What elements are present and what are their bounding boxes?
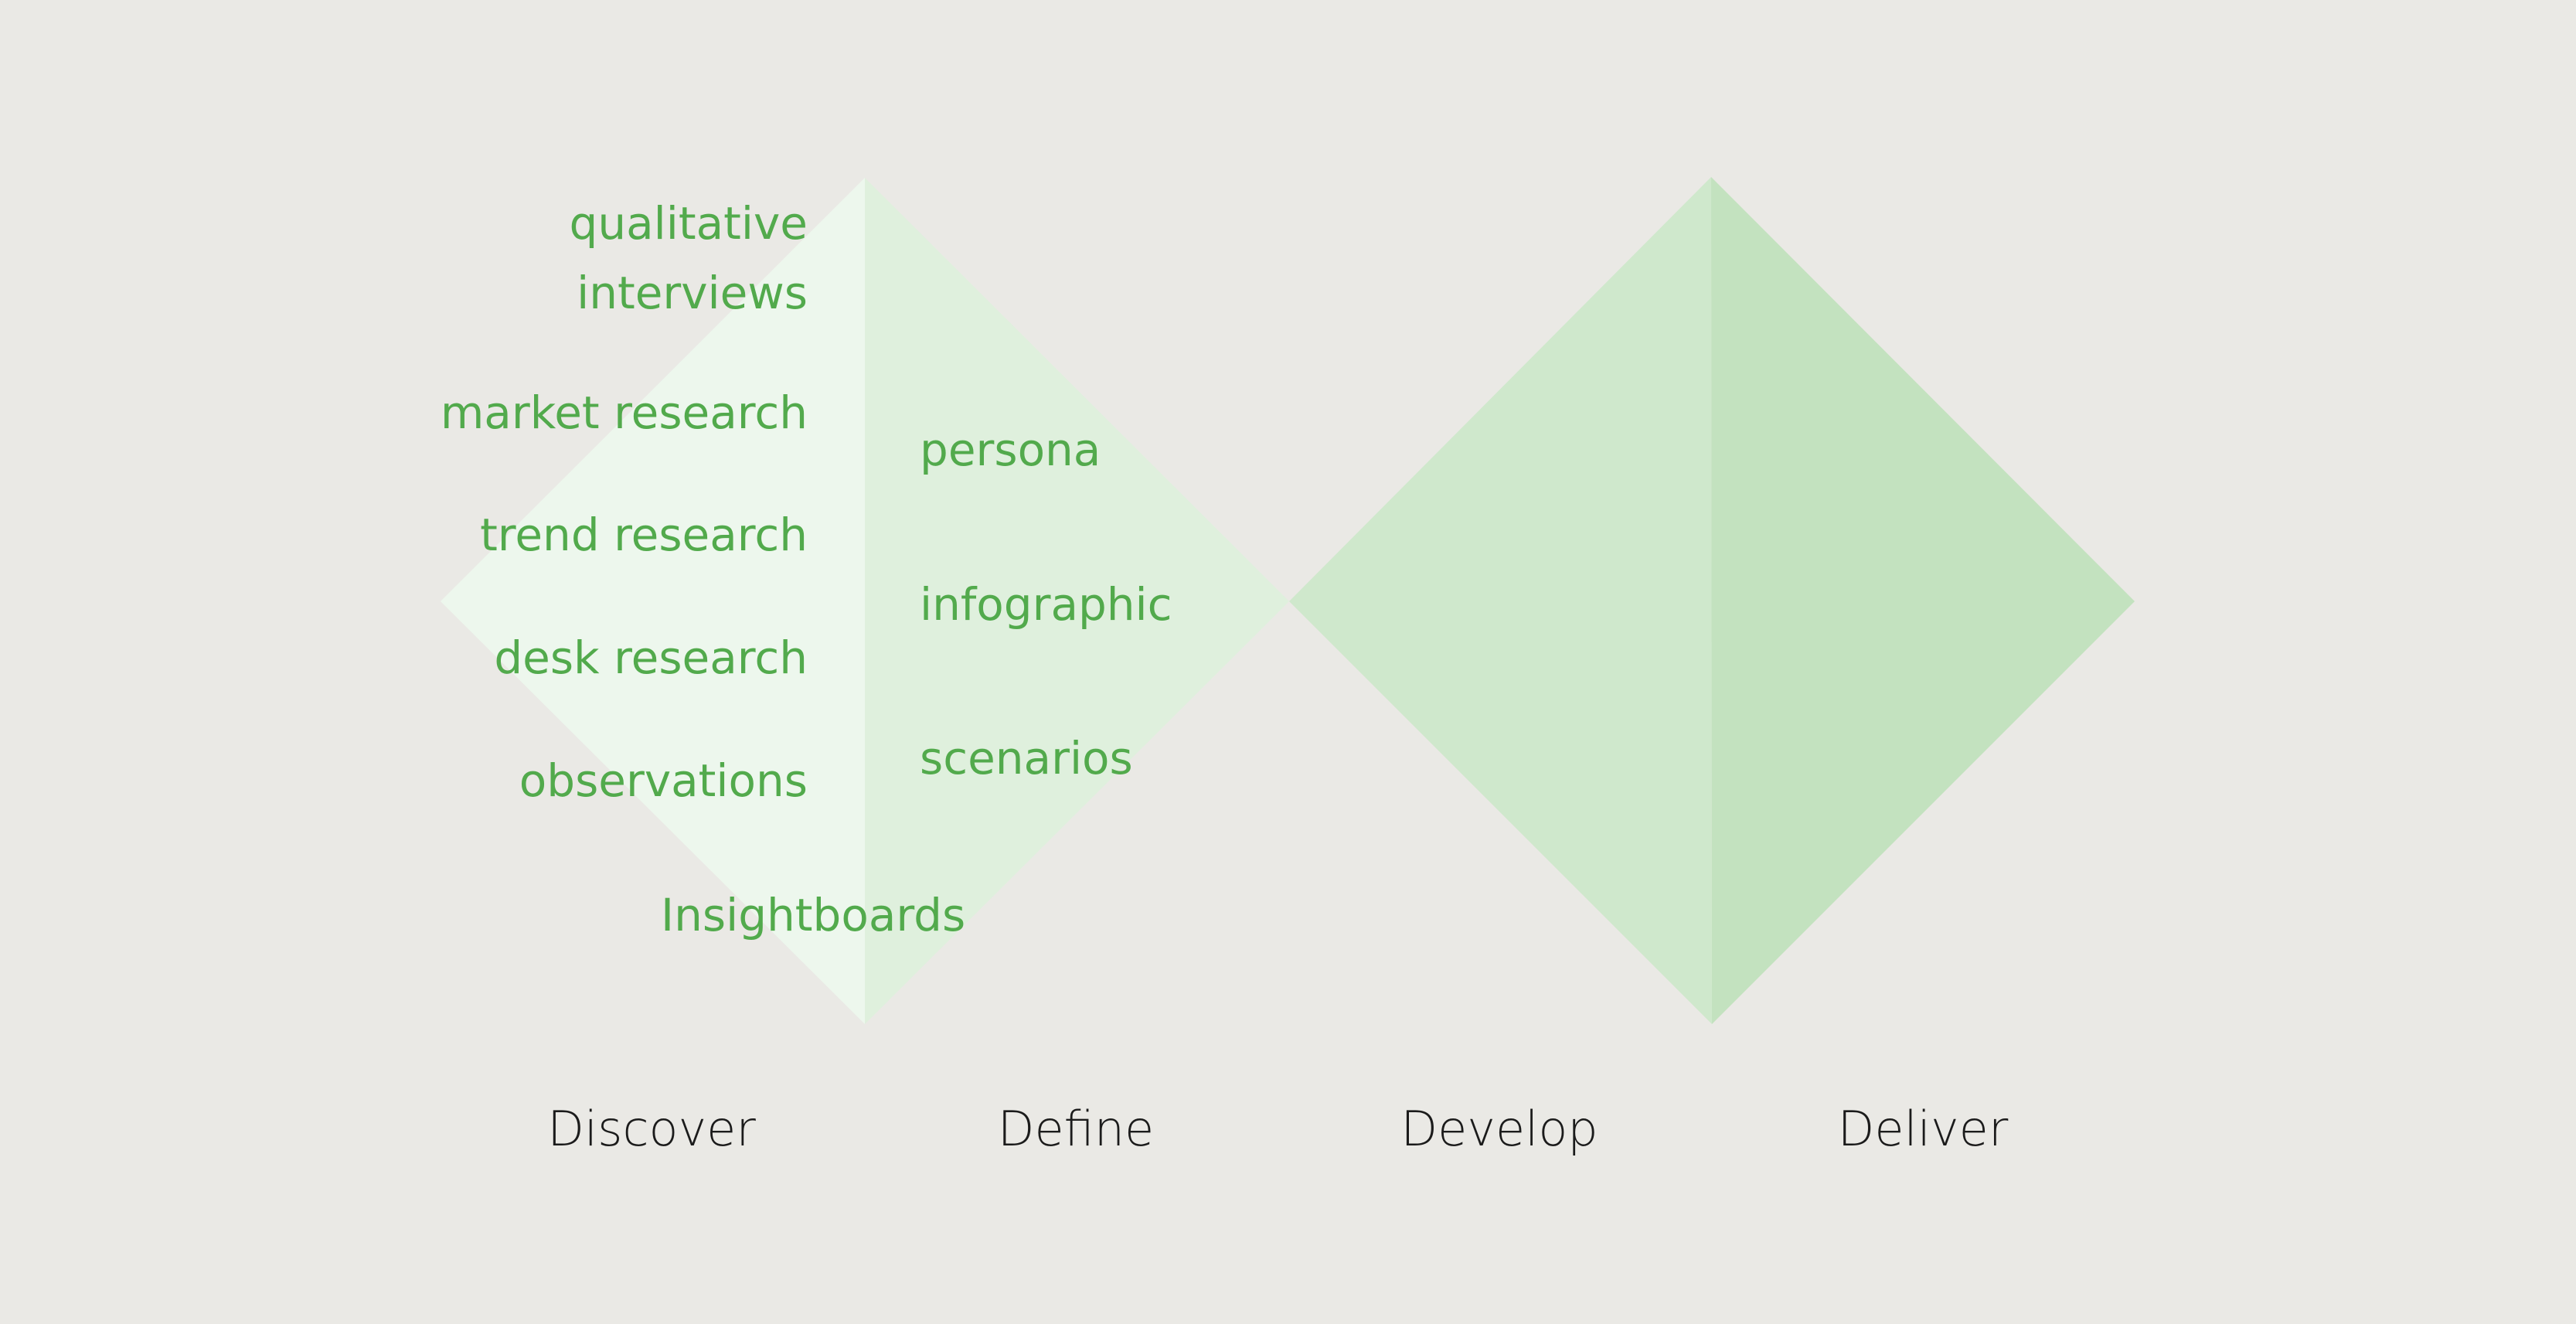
- method-insightboards: Insightboards: [661, 893, 965, 938]
- method-scenarios: scenarios: [920, 736, 1133, 781]
- method-label: Insightboards: [661, 889, 966, 941]
- develop-half: [1289, 177, 1712, 1024]
- method-trend-research: trend research: [480, 512, 808, 557]
- phase-label-text: Develop: [1400, 1101, 1598, 1157]
- phase-label-text: Deliver: [1837, 1101, 2009, 1157]
- method-label: interviews: [577, 267, 808, 319]
- method-interviews: interviews: [577, 271, 808, 315]
- phase-label-discover: Discover: [489, 1105, 814, 1153]
- method-label: market research: [440, 386, 808, 439]
- method-label: infographic: [920, 578, 1172, 631]
- method-label: desk research: [494, 631, 808, 684]
- phase-label-text: Define: [997, 1101, 1155, 1157]
- method-label: scenarios: [920, 732, 1133, 785]
- method-market-research: market research: [441, 390, 808, 435]
- method-label: trend research: [480, 509, 808, 561]
- method-qualitative: qualitative: [570, 201, 808, 246]
- phase-label-deliver: Deliver: [1761, 1105, 2085, 1153]
- method-desk-research: desk research: [494, 635, 808, 680]
- method-label: qualitative: [569, 197, 808, 250]
- phase-label-row: Discover Define Develop Deliver: [0, 1105, 2576, 1190]
- phase-label-text: Discover: [547, 1101, 756, 1157]
- method-persona: persona: [920, 427, 1101, 472]
- phase-label-define: Define: [914, 1105, 1238, 1153]
- method-infographic: infographic: [920, 582, 1172, 627]
- method-label: observations: [519, 754, 808, 807]
- method-label: persona: [920, 424, 1101, 476]
- deliver-half: [1711, 177, 2135, 1024]
- method-observations: observations: [519, 758, 808, 803]
- phase-label-develop: Develop: [1337, 1105, 1662, 1153]
